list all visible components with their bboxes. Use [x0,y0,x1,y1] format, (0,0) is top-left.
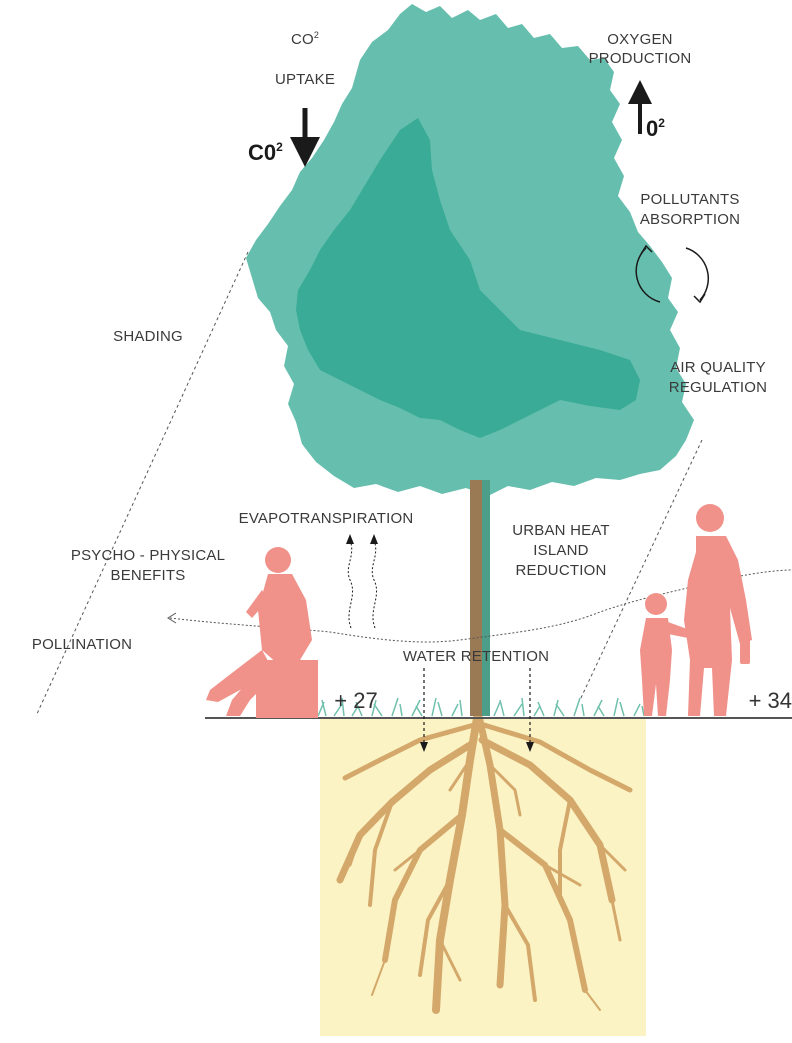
temp-shade-label: + 27 [334,688,377,713]
urban-heat-label-line2: ISLAND [533,542,588,559]
evapotranspiration-label: EVAPOTRANSPIRATION [239,510,414,527]
urban-heat-label-line3: REDUCTION [516,562,607,579]
urban-heat-label: URBAN HEAT [512,522,610,539]
air-quality-label: AIR QUALITY [670,359,766,376]
shading-label: SHADING [113,328,183,345]
psycho-physical-label: PSYCHO - PHYSICAL [71,547,225,564]
psycho-physical-label-line2: BENEFITS [111,567,186,584]
co2-symbol: C02 [248,140,283,165]
o2-symbol: 02 [646,116,665,141]
air-quality-label-line2: REGULATION [669,379,767,396]
evap-arrowhead-right [370,534,378,544]
adult-person [684,504,752,716]
evap-arrowhead-left [346,534,354,544]
co2-uptake-label: CO2 [291,30,319,48]
tree-trunk [470,480,482,716]
water-retention-label: WATER RETENTION [403,648,549,665]
pollutants-label: POLLUTANTS [640,191,739,208]
child-person [640,593,690,716]
oxygen-label-line2: PRODUCTION [589,50,692,67]
seated-person [206,547,318,718]
co2-uptake-label-line2: UPTAKE [275,71,335,88]
pollination-label: POLLINATION [32,636,132,653]
oxygen-label: OXYGEN [607,31,672,48]
temp-sun-label: + 34 [749,688,792,713]
wavy-arrow-up-icon [348,540,376,628]
pollutants-label-line2: ABSORPTION [640,211,740,228]
